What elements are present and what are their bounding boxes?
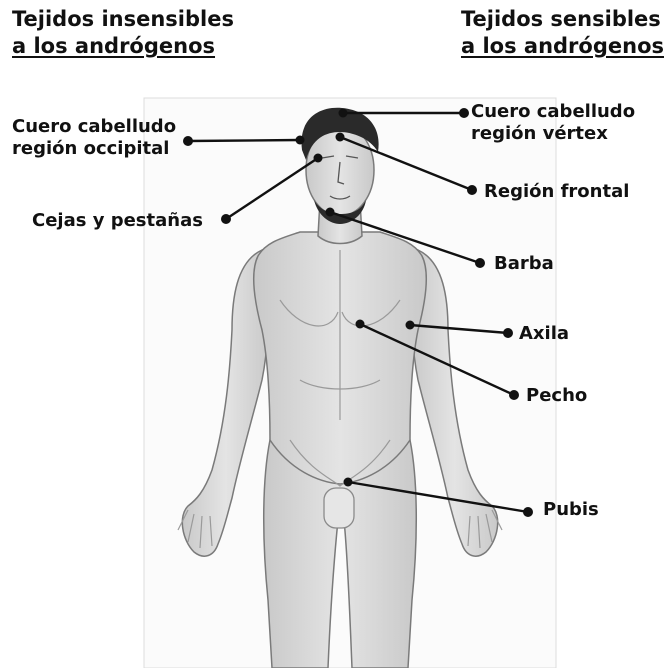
pointer-line-occipital (188, 140, 300, 141)
label-chest: Pecho (526, 385, 587, 407)
label-beard: Barba (494, 253, 554, 275)
dot-barba-outer (475, 258, 485, 268)
label-frontal-region: Región frontal (484, 181, 629, 203)
label-vertex-line-1: Cuero cabelludo (471, 101, 635, 123)
dot-vertex-inner (339, 109, 348, 118)
dot-pubis-outer (523, 507, 533, 517)
dot-pecho-outer (509, 390, 519, 400)
dot-pubis-inner (344, 478, 353, 487)
dot-cejas-inner (314, 154, 323, 163)
label-vertex-scalp: Cuero cabelludo región vértex (471, 101, 635, 145)
dot-frontal-outer (467, 185, 477, 195)
dot-axila-outer (503, 328, 513, 338)
label-vertex-line-2: región vértex (471, 123, 635, 145)
dot-frontal-inner (336, 133, 345, 142)
dot-occipital-outer (183, 136, 193, 146)
pubic-area (324, 488, 354, 528)
label-occipital-line-2: región occipital (12, 138, 176, 160)
dot-vertex-outer (459, 108, 469, 118)
label-eyebrows-eyelashes: Cejas y pestañas (32, 210, 203, 232)
label-occipital-line-1: Cuero cabelludo (12, 116, 176, 138)
dot-axila-inner (406, 321, 415, 330)
label-pubis: Pubis (543, 499, 599, 521)
dot-occipital-inner (296, 136, 305, 145)
dot-cejas-outer (221, 214, 231, 224)
label-occipital-scalp: Cuero cabelludo región occipital (12, 116, 176, 160)
label-axilla: Axila (519, 323, 569, 345)
dot-barba-inner (326, 208, 335, 217)
dot-pecho-inner (356, 320, 365, 329)
